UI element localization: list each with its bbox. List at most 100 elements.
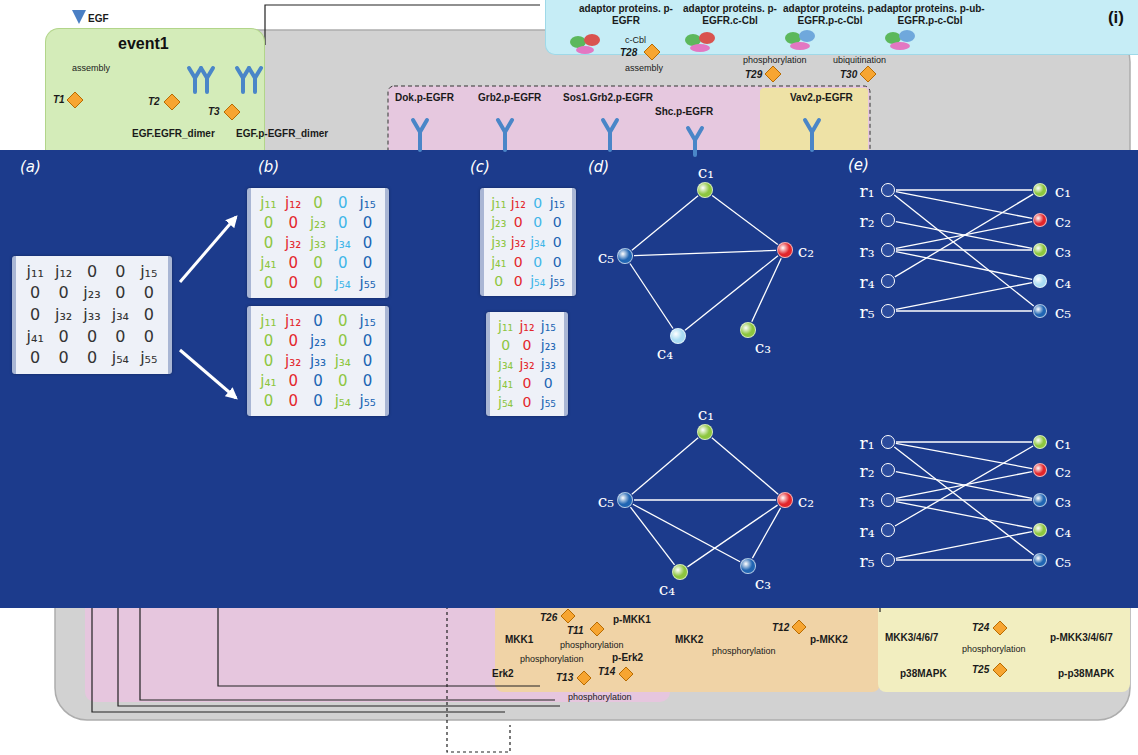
panel-label: (b) xyxy=(258,158,279,176)
matrix-cell: 0 xyxy=(115,285,125,301)
matrix-cell: 0 xyxy=(338,196,348,211)
graph-edge xyxy=(896,532,1032,559)
matrix-cell: j₃₂ xyxy=(519,357,534,371)
transition-label: T25 xyxy=(972,664,989,676)
matrix-cell: 0 xyxy=(313,276,323,291)
transition-label: T24 xyxy=(972,622,989,634)
matrix-box: j₁₁j₁₂00j₁₅00j₂₃000j₃₂j₃₃j₃₄0j₄₁0000000j… xyxy=(247,188,389,298)
graph-vertex: c₅ xyxy=(617,248,633,264)
vertex-label: c₁ xyxy=(698,164,714,181)
matrix-cell: 0 xyxy=(523,395,532,409)
matrix-cell: j₅₅ xyxy=(541,395,556,409)
graph-vertex: c₃ xyxy=(1033,243,1047,257)
species-label: phosphorylation xyxy=(743,55,807,66)
graph-edge xyxy=(752,258,781,322)
matrix-cell: 0 xyxy=(501,338,510,352)
matrix-cell: 0 xyxy=(288,374,298,389)
transition-label: T2 xyxy=(148,96,160,108)
matrix-cell: j₃₃ xyxy=(83,307,100,323)
panel-label: (c) xyxy=(470,158,490,176)
row-vertex: r₄ xyxy=(881,523,895,537)
graph-edge xyxy=(896,283,1032,310)
transition-label: T1 xyxy=(53,94,65,106)
species-label: adaptor proteins. p-EGFR xyxy=(571,3,681,27)
matrix-cell: 0 xyxy=(144,329,154,345)
vertex-label: c₅ xyxy=(598,249,614,266)
matrix-cell: j₁₂ xyxy=(511,196,526,210)
species-label: c-Cbl xyxy=(625,35,646,46)
graph-edge xyxy=(896,499,1032,500)
matrix-cell: 0 xyxy=(59,329,69,345)
species-label: MKK2 xyxy=(675,634,703,646)
graph-edge xyxy=(896,192,1032,219)
graph-edge xyxy=(896,189,1032,190)
matrix-cell: 0 xyxy=(115,329,125,345)
species-label: Dok.p-EGFR xyxy=(395,92,454,104)
species-label: Vav2.p-EGFR xyxy=(790,92,853,104)
panel-label: (e) xyxy=(848,156,869,174)
species-label: Sos1.Grb2.p-EGFR xyxy=(563,92,653,104)
matrix-cell: j₁₂ xyxy=(55,264,72,280)
matrix-cell: 0 xyxy=(363,354,373,369)
matrix-box: j₁₁j₁₂0j₁₅j₂₃000j₃₃j₃₂j₃₄0j₄₁00000j₅₄j₅₅ xyxy=(480,188,576,296)
vertex-label: c₃ xyxy=(755,339,771,356)
graph-edge xyxy=(634,499,776,500)
graph-vertex: c₅ xyxy=(1033,553,1047,567)
matrix-cell: j₃₄ xyxy=(335,236,351,251)
species-label: assembly xyxy=(72,63,110,74)
matrix-cell: 0 xyxy=(115,264,125,280)
row-vertex: r₂ xyxy=(881,463,895,477)
matrix-cell: j₃₄ xyxy=(112,307,129,323)
matrix-cell: j₃₄ xyxy=(530,235,545,249)
matrix-cell: j₁₅ xyxy=(359,196,375,211)
matrix-cell: j₁₁ xyxy=(498,319,513,333)
matrix-cell: 0 xyxy=(523,338,532,352)
matrix-cell: 0 xyxy=(144,307,154,323)
vertex-label: c₃ xyxy=(1055,243,1071,260)
matrix-cell: 0 xyxy=(553,235,562,249)
matrix-cell: 0 xyxy=(313,394,323,409)
matrix-cell: 0 xyxy=(30,307,40,323)
transition-label: T26 xyxy=(540,612,557,624)
region-heading: event1 xyxy=(118,35,264,53)
matrix-cell: j₄₁ xyxy=(260,256,276,271)
graph-edge xyxy=(896,502,1032,529)
vertex-label: c₅ xyxy=(1055,553,1071,570)
matrix-cell: 0 xyxy=(87,329,97,345)
matrix-cell: j₁₅ xyxy=(140,264,157,280)
matrix-cell: 0 xyxy=(514,215,523,229)
vertex-label: c₁ xyxy=(698,406,714,423)
row-vertex: r₃ xyxy=(881,493,895,507)
matrix-cell: 0 xyxy=(363,256,373,271)
matrix-cell: 0 xyxy=(544,376,553,390)
species-label: Shc.p-EGFR xyxy=(655,106,713,118)
panel-label: (d) xyxy=(588,158,609,176)
graph-vertex: c₄ xyxy=(1033,523,1047,537)
vertex-label: c₁ xyxy=(1055,435,1071,452)
matrix-cell: 0 xyxy=(363,216,373,231)
matrix-cell: j₂₃ xyxy=(491,215,506,229)
matrix-cell: 0 xyxy=(313,314,323,329)
graph-vertex: c₂ xyxy=(777,242,793,258)
transition-label: T3 xyxy=(208,106,220,118)
graph-edge xyxy=(896,249,1032,250)
graph-vertex: c₂ xyxy=(1033,213,1047,227)
graph-edge xyxy=(685,256,778,331)
matrix-cell: 0 xyxy=(363,236,373,251)
vertex-label: r₃ xyxy=(860,493,875,510)
vertex-label: r₁ xyxy=(860,435,875,452)
vertex-label: r₂ xyxy=(860,463,875,480)
graph-edge xyxy=(896,472,1032,499)
species-label: p38MAPK xyxy=(900,668,947,680)
matrix-cell: 0 xyxy=(338,256,348,271)
matrix-cell: 0 xyxy=(59,350,69,366)
matrix-cell: j₃₃ xyxy=(491,235,506,249)
matrix-cell: j₄₁ xyxy=(27,329,44,345)
transition-label: T13 xyxy=(556,672,573,684)
graph-vertex: c₄ xyxy=(1033,274,1047,288)
matrix-box: j₁₁j₁₂00j₁₅00j₂₃000j₃₂j₃₃j₃₄0j₄₁0000000j… xyxy=(12,256,172,374)
graph-vertex: c₃ xyxy=(1033,493,1047,507)
graph-edge xyxy=(630,264,673,329)
matrix-cell: 0 xyxy=(514,255,523,269)
